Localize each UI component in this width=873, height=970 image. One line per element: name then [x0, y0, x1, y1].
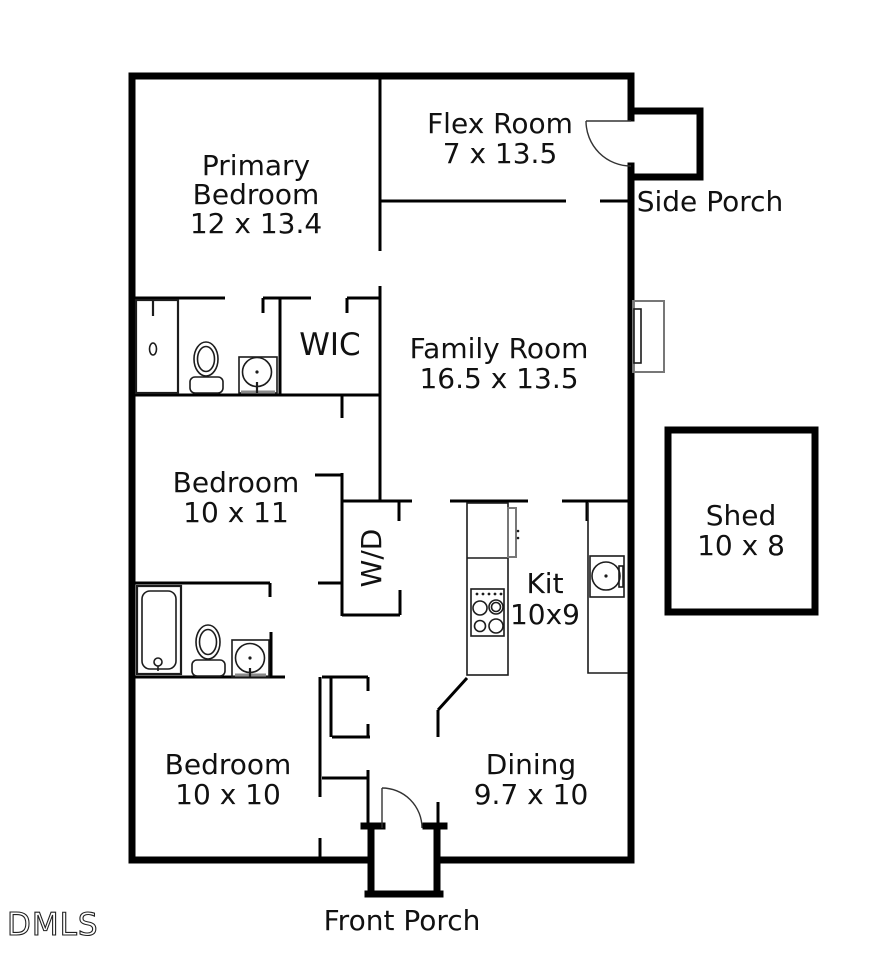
room-dims-family-room: 16.5 x 13.5	[419, 362, 578, 395]
room-dims-primary-bedroom: 12 x 13.4	[190, 207, 322, 240]
room-label-kitchen: Kit	[526, 567, 563, 600]
room-dims-flex-room: 7 x 13.5	[443, 137, 558, 170]
room-label-bedroom3: Bedroom	[165, 748, 292, 781]
room-label-flex-room: Flex Room	[427, 107, 573, 140]
toilet-icon	[189, 341, 224, 394]
room-label-bedroom2: Bedroom	[173, 466, 300, 499]
room-label-dining: Dining	[486, 748, 576, 781]
sink-icon	[231, 639, 270, 678]
shower-icon	[134, 298, 180, 395]
stove-icon	[470, 588, 505, 637]
room-label-primary-bedroom-2: Bedroom	[193, 178, 320, 211]
room-label-wic: WIC	[299, 327, 360, 363]
room-label-shed: Shed	[706, 499, 777, 532]
watermark-logo: DMLS	[7, 907, 99, 943]
kitchen-counter-right	[587, 503, 628, 674]
room-dims-bedroom2: 10 x 11	[183, 496, 289, 529]
toilet-icon	[191, 624, 226, 677]
interior-walls	[134, 76, 629, 860]
room-label-primary-bedroom: Primary	[202, 149, 310, 182]
sink-icon	[238, 356, 278, 394]
fireplace-bump-out	[632, 300, 665, 373]
room-dims-bedroom3: 10 x 10	[175, 778, 281, 811]
front-porch-walls	[360, 822, 448, 898]
side-porch-walls	[627, 107, 704, 181]
kitchen-counter-left	[466, 502, 520, 676]
room-label-front-porch: Front Porch	[324, 904, 481, 937]
shed-walls	[664, 426, 819, 616]
room-dims-kitchen: 10x9	[510, 598, 580, 631]
room-label-family-room: Family Room	[410, 332, 589, 365]
room-label-laundry: W/D	[355, 529, 388, 588]
bathtub-icon	[135, 584, 183, 676]
front-door	[381, 787, 423, 829]
kitchen-sink-icon	[589, 555, 625, 598]
room-label-side-porch: Side Porch	[637, 185, 784, 218]
room-dims-shed: 10 x 8	[697, 529, 785, 562]
side-porch-door	[585, 120, 632, 167]
room-dims-dining: 9.7 x 10	[474, 778, 589, 811]
